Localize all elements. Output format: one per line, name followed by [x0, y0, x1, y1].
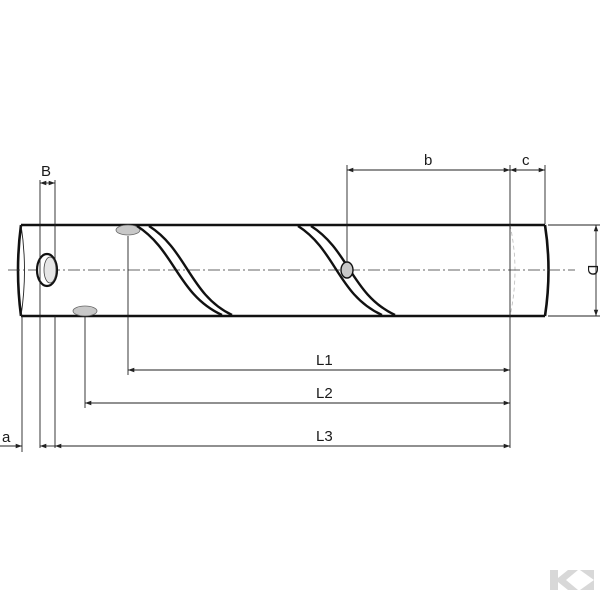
- label-B: B: [41, 163, 51, 180]
- grease-hole-bottom: [72, 305, 98, 317]
- pin-left-end-inner: [20, 224, 25, 317]
- kramp-k-logo-icon: [550, 570, 594, 590]
- label-D: D: [584, 265, 600, 276]
- cross-hole-inner: [43, 256, 57, 284]
- label-a: a: [2, 429, 11, 446]
- label-L2: L2: [316, 385, 333, 402]
- dimension-L3: L3: [54, 316, 510, 449]
- pin-left-end: [16, 224, 23, 317]
- cross-hole: [35, 252, 59, 288]
- groove-grease-hole: [340, 261, 354, 279]
- dimension-b: b: [346, 152, 511, 448]
- dimension-c: c: [509, 152, 546, 224]
- pin-body: [16, 223, 550, 318]
- pin-right-end: [543, 224, 550, 317]
- pin-right-chamfer-line: [509, 224, 516, 317]
- dimension-a: a: [0, 316, 55, 452]
- dimension-B: B: [39, 163, 56, 448]
- label-L1: L1: [316, 352, 333, 369]
- dimension-D: D: [548, 224, 600, 317]
- spiral-groove-left: [136, 224, 233, 317]
- dimension-L1: L1: [127, 236, 510, 375]
- label-L3: L3: [316, 428, 333, 445]
- grease-hole-top: [115, 224, 141, 236]
- label-b: b: [424, 152, 432, 169]
- dimension-L2: L2: [84, 316, 510, 408]
- label-c: c: [522, 152, 530, 169]
